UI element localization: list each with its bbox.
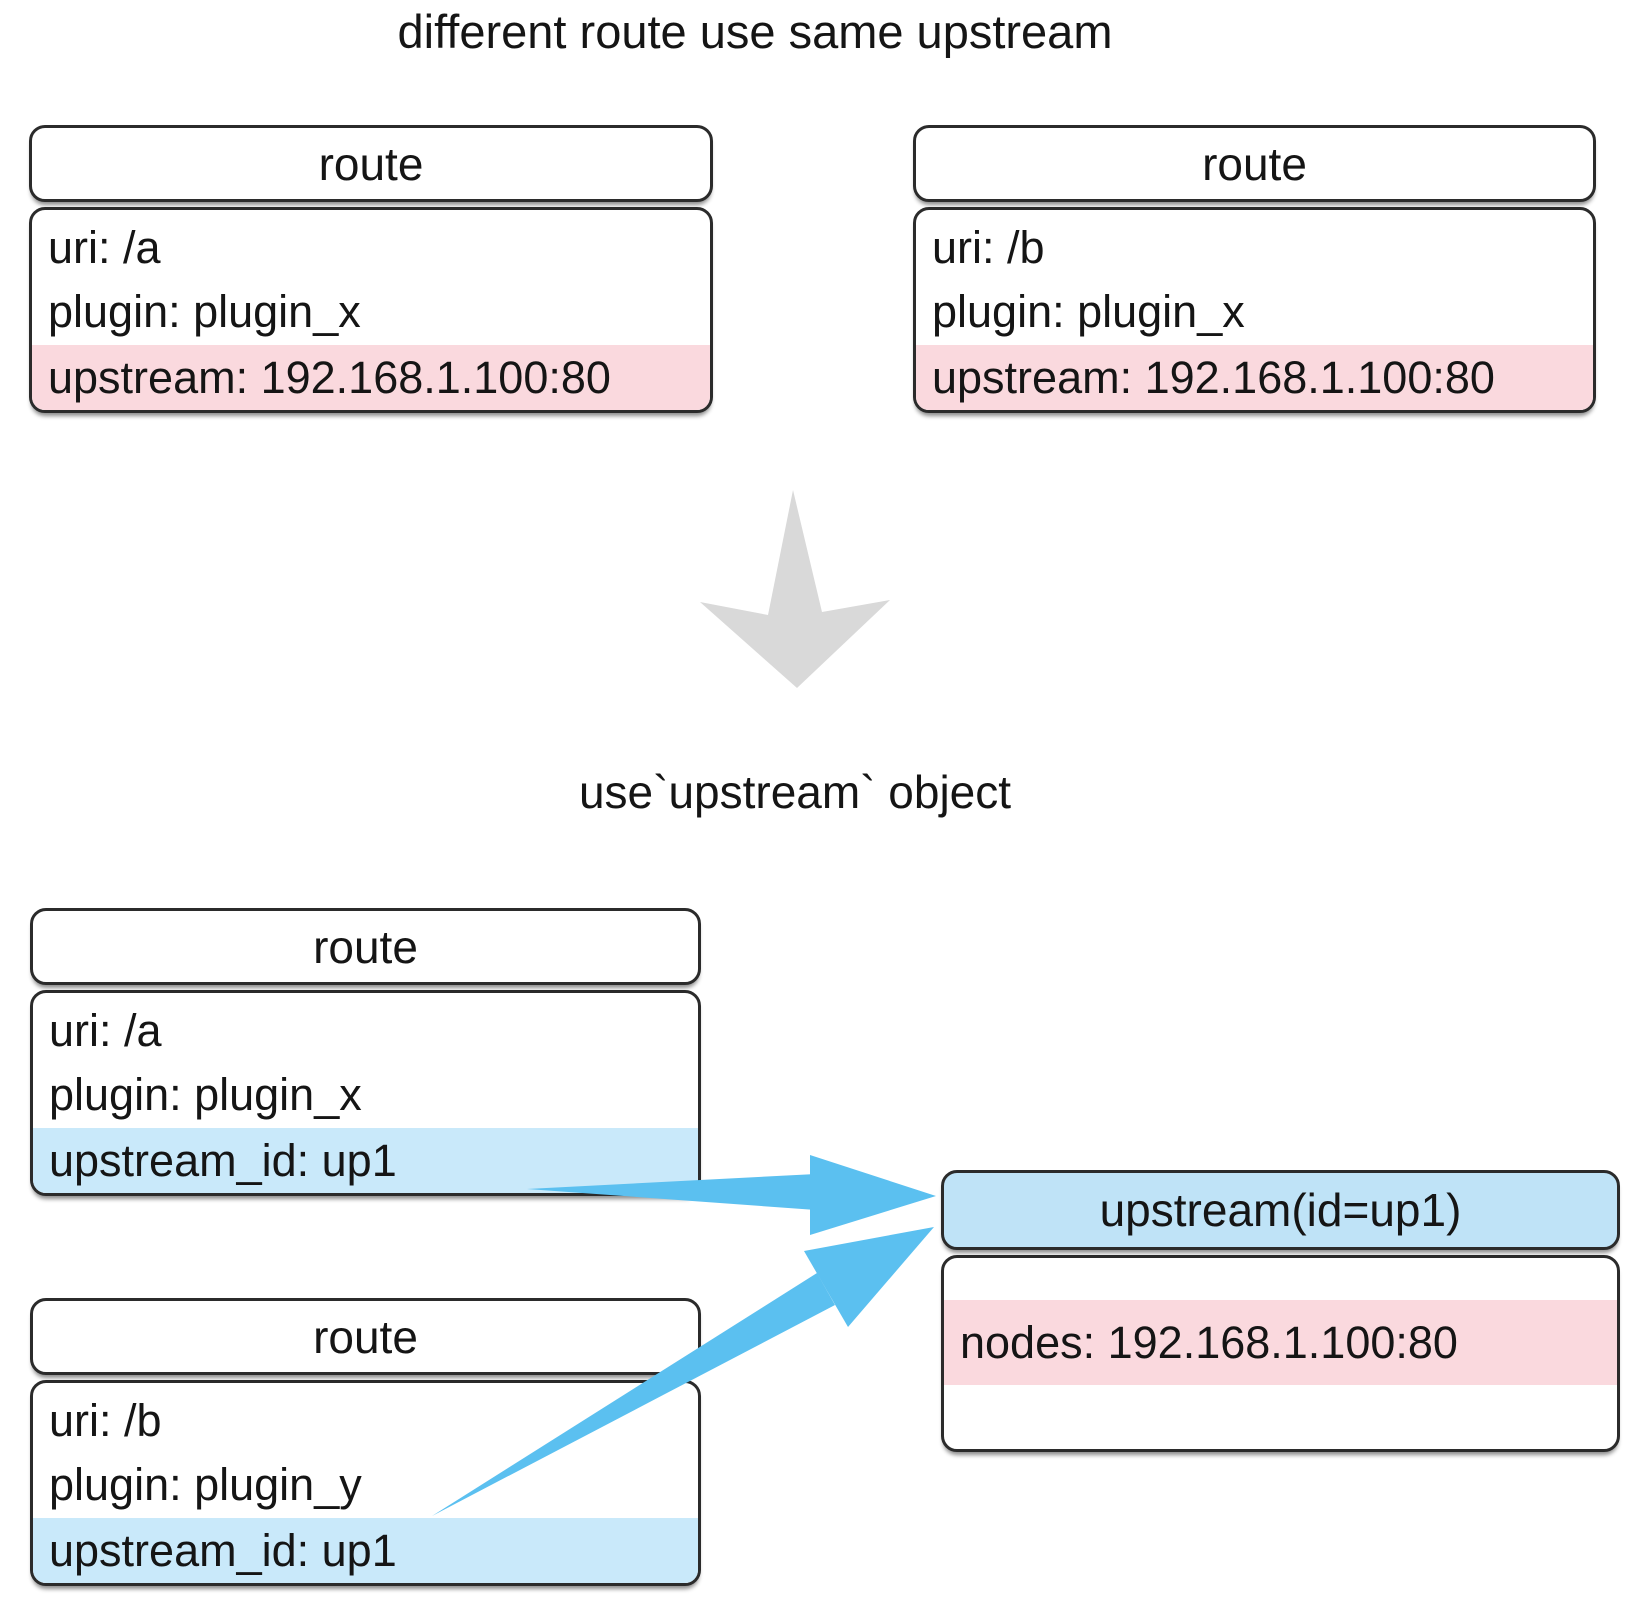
route-b-ref-upstream-id: upstream_id: up1 — [33, 1518, 698, 1583]
route-a-ref-body: uri: /a plugin: plugin_x upstream_id: up… — [30, 990, 701, 1196]
route-a-ref-header: route — [30, 908, 701, 985]
route-b-inline-upstream: upstream: 192.168.1.100:80 — [916, 345, 1593, 410]
route-b-ref-uri: uri: /b — [49, 1394, 162, 1446]
route-a-inline-plugin: plugin: plugin_x — [48, 286, 361, 337]
route-a-ref-uri: uri: /a — [49, 1004, 162, 1056]
gray-down-arrow-icon — [700, 490, 890, 688]
route-a-inline-header: route — [29, 125, 713, 202]
upstream-nodes: nodes: 192.168.1.100:80 — [944, 1300, 1617, 1385]
upstream-object-header: upstream(id=up1) — [941, 1170, 1620, 1250]
route-b-ref-plugin: plugin: plugin_y — [49, 1459, 362, 1510]
upstream-body-spacer-top — [944, 1258, 1617, 1300]
route-box-a-inline: route uri: /a plugin: plugin_x upstream:… — [29, 125, 713, 413]
route-b-ref-header: route — [30, 1298, 701, 1375]
route-b-inline-plugin: plugin: plugin_x — [932, 286, 1245, 337]
route-b-inline-body: uri: /b plugin: plugin_x upstream: 192.1… — [913, 207, 1596, 413]
upstream-body-spacer-bottom — [944, 1385, 1617, 1449]
route-a-inline-body: uri: /a plugin: plugin_x upstream: 192.1… — [29, 207, 713, 413]
route-b-ref-body: uri: /b plugin: plugin_y upstream_id: up… — [30, 1380, 701, 1586]
route-a-ref-upstream-id: upstream_id: up1 — [33, 1128, 698, 1193]
route-b-inline-header: route — [913, 125, 1596, 202]
route-a-ref-plugin: plugin: plugin_x — [49, 1069, 362, 1120]
upstream-object-body: nodes: 192.168.1.100:80 — [941, 1255, 1620, 1452]
route-box-a-ref: route uri: /a plugin: plugin_x upstream_… — [30, 908, 701, 1196]
route-box-b-ref: route uri: /b plugin: plugin_y upstream_… — [30, 1298, 701, 1586]
route-box-b-inline: route uri: /b plugin: plugin_x upstream:… — [913, 125, 1596, 413]
title-after: use`upstream` object — [578, 766, 1012, 818]
title-before: different route use same upstream — [397, 5, 1113, 58]
route-a-inline-uri: uri: /a — [48, 221, 161, 273]
route-b-inline-uri: uri: /b — [932, 221, 1045, 273]
route-a-inline-upstream: upstream: 192.168.1.100:80 — [32, 345, 710, 410]
upstream-object-box: upstream(id=up1) nodes: 192.168.1.100:80 — [941, 1170, 1620, 1452]
